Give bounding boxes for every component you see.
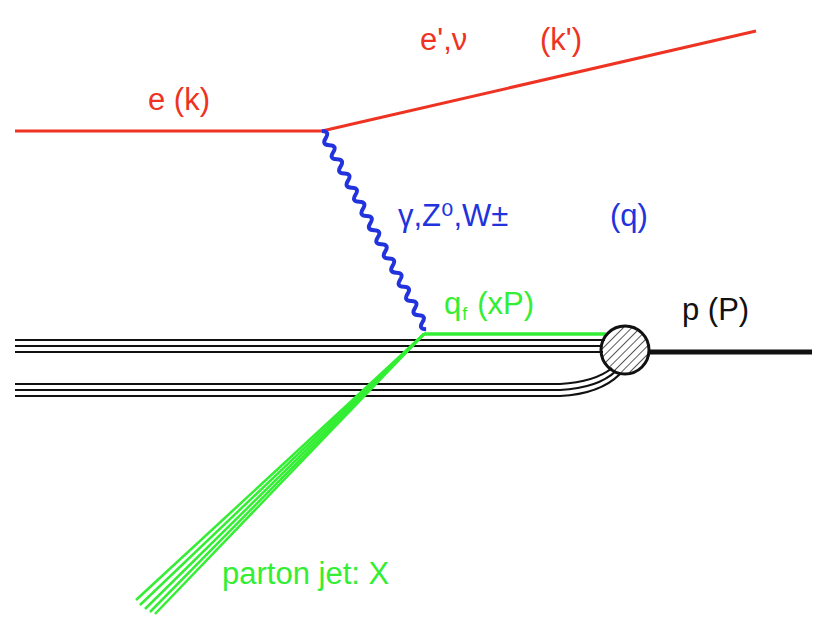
spectator-lines	[15, 340, 620, 396]
parton-jet	[136, 334, 424, 614]
quark-label: q	[444, 288, 461, 319]
lepton-label: e (k)	[148, 84, 210, 115]
outgoing-lepton	[322, 31, 756, 131]
momentum-label: (k')	[540, 24, 582, 55]
boson-label: γ,Z⁰,W±	[398, 200, 508, 231]
momentum-label: (q)	[610, 200, 648, 231]
proton-label: p (P)	[682, 294, 749, 325]
momentum-label: (xP)	[477, 288, 534, 319]
proton-blob	[601, 326, 649, 374]
quark-subscript: f	[462, 305, 467, 323]
struck-quark	[424, 332, 606, 336]
lepton-label: e',ν	[420, 24, 467, 55]
proton-line	[648, 350, 812, 355]
jet-label: parton jet: X	[222, 558, 389, 589]
incoming-lepton	[15, 130, 322, 133]
